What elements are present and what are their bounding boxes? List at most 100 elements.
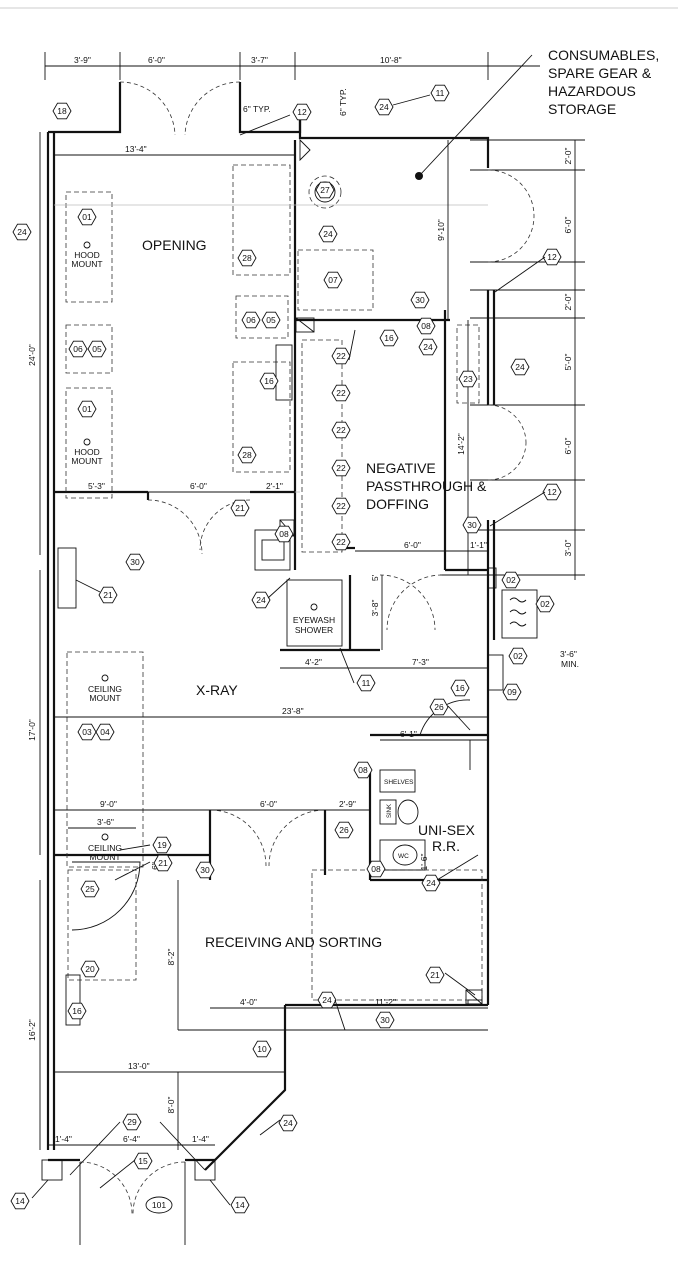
room-label-unisex: UNI-SEX <box>418 822 475 838</box>
tag-label-t09: 09 <box>507 687 517 697</box>
ceiling-mount-b-1: CEILING <box>88 843 122 853</box>
hood-mount-b-1: HOOD <box>74 447 100 457</box>
tag-label-t01b: 01 <box>82 404 92 414</box>
tag-label-t11a: 11 <box>436 88 445 98</box>
dim-4-2: 4'-2" <box>305 657 322 667</box>
ceiling-mount-a-2: MOUNT <box>89 693 120 703</box>
tag-label-t30e: 30 <box>380 1015 390 1025</box>
tag-label-t24i: 24 <box>283 1118 293 1128</box>
typ-note-b: 6" TYP. <box>338 88 348 116</box>
tag-hexagon-t30d <box>195 861 215 879</box>
tag-label-t24d: 24 <box>423 342 433 352</box>
tag-hexagon-t30e <box>375 1011 395 1029</box>
tag-hexagon-t28b <box>237 446 257 464</box>
tag-hexagon-t05b <box>261 311 281 329</box>
tag-hexagon-t02c <box>508 647 528 665</box>
tag-label-t21a: 21 <box>235 503 245 513</box>
tag-label-t28b: 28 <box>242 450 252 460</box>
tag-hexagon-t08c <box>353 761 373 779</box>
eyewash-label: EYEWASH <box>293 615 335 625</box>
tag-label-t26b: 26 <box>339 825 349 835</box>
tag-hexagon-t01b <box>77 400 97 418</box>
leader-lines <box>31 94 546 1206</box>
hood-mount-a-1: HOOD <box>74 250 100 260</box>
tag-hexagon-t22f <box>331 533 351 551</box>
storage-note-line-3: HAZARDOUS <box>548 83 636 99</box>
tag-hexagon-t30b <box>462 516 482 534</box>
tag-label-t15: 15 <box>138 1156 148 1166</box>
dim-13-0: 13'-0" <box>128 1061 150 1071</box>
dim-3-8: 3'-8" <box>370 600 380 617</box>
dim-7-3: 7'-3" <box>412 657 429 667</box>
tag-hexagon-t11b <box>356 674 376 692</box>
tag-hexagon-t22d <box>331 459 351 477</box>
dim-4-0: 4'-0" <box>240 997 257 1007</box>
tag-hexagon-t16a <box>379 329 399 347</box>
dim-1-4-a: 1'-4" <box>55 1134 72 1144</box>
tag-label-t12b: 12 <box>547 252 557 262</box>
dim-2-9: 2'-9" <box>339 799 356 809</box>
tag-label-t16b: 16 <box>264 376 274 386</box>
tag-hexagon-t09 <box>502 683 522 701</box>
dim-1-6: 1'-6" <box>419 854 429 871</box>
tag-hexagon-t24e <box>510 358 530 376</box>
dim-6-0-e: 6'-0" <box>404 540 421 550</box>
dim-23-8: 23'-8" <box>282 706 304 716</box>
min-note: MIN. <box>561 659 579 669</box>
storage-note-line-4: STORAGE <box>548 101 616 117</box>
shelves-label: SHELVES <box>384 779 414 786</box>
dim-9-0: 9'-0" <box>100 799 117 809</box>
tag-hexagon-t20 <box>80 960 100 978</box>
dim-17-0: 17'-0" <box>27 719 37 741</box>
tag-label-t14a: 14 <box>15 1196 25 1206</box>
tag-label-t24a: 24 <box>379 102 389 112</box>
tag-label-t25: 25 <box>85 884 95 894</box>
dim-6-0-b: 6'-0" <box>563 217 573 234</box>
tag-label-t21d: 21 <box>430 970 440 980</box>
dim-8-0: 8'-0" <box>166 1097 176 1114</box>
tag-hexagon-t14b <box>230 1196 250 1214</box>
ceiling-mount-b-2: MOUNT <box>89 852 120 862</box>
tag-hexagon-t06a <box>68 340 88 358</box>
tag-hexagon-t27 <box>315 181 335 199</box>
interior-dimensions: 13'-4" 24'-0" 9'-10" 14'-2" 5'-3" 6'-0" … <box>27 132 579 1150</box>
tag-label-t22c: 22 <box>336 425 346 435</box>
tag-hexagon-t24i <box>278 1114 298 1132</box>
tag-label-t08c: 08 <box>358 765 368 775</box>
tag-label-t30c: 30 <box>130 557 140 567</box>
tag-label-t24h: 24 <box>322 995 332 1005</box>
tag-hexagon-t02a <box>501 571 521 589</box>
hood-mount-b-2: MOUNT <box>71 456 102 466</box>
tag-hexagon-t18 <box>52 102 72 120</box>
tag-hexagon-t12b <box>542 248 562 266</box>
tag-label-t08a: 08 <box>421 321 431 331</box>
dim-11-2: 11'-2" <box>375 997 396 1007</box>
tag-hexagon-t25 <box>80 880 100 898</box>
tag-hexagon-t28a <box>237 249 257 267</box>
tag-hexagon-t30a <box>410 291 430 309</box>
dim-6-0-f: 6'-0" <box>260 799 277 809</box>
tag-label-t02b: 02 <box>540 599 550 609</box>
tag-label-t05a: 05 <box>92 344 102 354</box>
tag-hexagon-t24a <box>374 98 394 116</box>
room-label-xray: X-RAY <box>196 682 238 698</box>
dim-2-0-a: 2'-0" <box>563 148 573 165</box>
tag-hexagon-t21d <box>425 966 445 984</box>
tag-hexagon-t23 <box>458 370 478 388</box>
tag-hexagon-t24c <box>318 225 338 243</box>
tag-hexagon-t24h <box>317 991 337 1009</box>
tag-hexagon-t16d <box>67 1002 87 1020</box>
dim-14-2: 14'-2" <box>456 433 466 455</box>
tag-hexagon-t19 <box>152 836 172 854</box>
tag-label-t01a: 01 <box>82 212 92 222</box>
room-number-101: 101 <box>152 1200 166 1210</box>
tag-label-t16d: 16 <box>72 1006 82 1016</box>
tag-label-t24b: 24 <box>17 227 27 237</box>
tag-label-t03: 03 <box>82 727 92 737</box>
tag-hexagon-t12a <box>292 103 312 121</box>
tag-label-t08b: 08 <box>279 529 289 539</box>
tag-label-t24f: 24 <box>256 595 266 605</box>
tag-hexagon-t22e <box>331 497 351 515</box>
room-label-doffing: DOFFING <box>366 496 429 512</box>
